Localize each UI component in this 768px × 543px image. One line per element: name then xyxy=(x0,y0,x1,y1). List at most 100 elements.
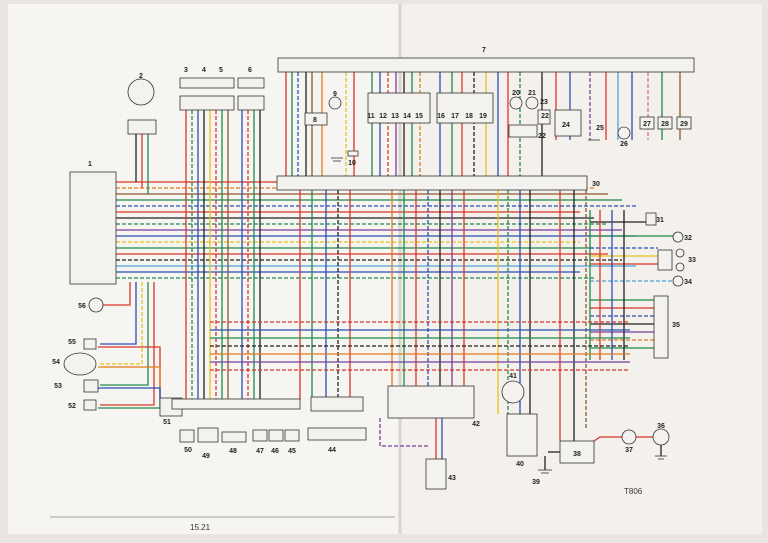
wire-purple-124 xyxy=(379,418,430,447)
component-label-45: 45 xyxy=(288,448,296,455)
component-label-20: 20 xyxy=(512,90,520,97)
component-label-14: 14 xyxy=(403,113,411,120)
component-24-box xyxy=(554,109,582,137)
component-label-7: 7 xyxy=(482,47,486,54)
component-label-53: 53 xyxy=(54,383,62,390)
component-47-box xyxy=(252,429,268,442)
component-label-30: 30 xyxy=(592,181,600,188)
component-38-battery xyxy=(559,440,595,464)
component-label-39: 39 xyxy=(532,479,540,486)
component-label-17: 17 xyxy=(451,113,459,120)
wire-yellow-103 xyxy=(100,282,143,365)
component-label-56: 56 xyxy=(78,303,86,310)
component-44-plug-b xyxy=(307,427,367,441)
component-6-plug xyxy=(237,95,265,111)
ground-symbols xyxy=(331,139,667,474)
component-label-10: 10 xyxy=(348,160,356,167)
component-label-50: 50 xyxy=(184,447,192,454)
wire-red-101 xyxy=(100,282,131,306)
component-label-19: 19 xyxy=(479,113,487,120)
component-345-plug xyxy=(179,95,235,111)
component-label-31: 31 xyxy=(656,217,664,224)
component-label-21: 21 xyxy=(528,90,536,97)
component-31-box xyxy=(645,212,657,226)
component-30-box xyxy=(276,175,588,191)
wire-blue-108 xyxy=(98,387,161,398)
component-33-box xyxy=(657,249,673,271)
component-label-40: 40 xyxy=(516,461,524,468)
component-2-plug xyxy=(127,119,157,135)
component-6-box xyxy=(237,77,265,89)
component-label-22b: 22 xyxy=(541,113,549,120)
wire-red-105 xyxy=(100,282,155,406)
component-21-bulb xyxy=(525,96,539,110)
component-label-43: 43 xyxy=(448,475,456,482)
component-44-plug-a xyxy=(310,396,364,412)
component-label-18: 18 xyxy=(465,113,473,120)
wire-green-104 xyxy=(100,282,149,386)
component-20-bulb xyxy=(509,96,523,110)
component-37-relay xyxy=(621,429,637,445)
component-label-49: 49 xyxy=(202,453,210,460)
component-1-box xyxy=(69,171,117,285)
component-41-bulb xyxy=(501,380,525,404)
lower-connector-strip xyxy=(171,398,301,410)
component-label-48: 48 xyxy=(229,448,237,455)
component-label-2: 2 xyxy=(139,73,143,80)
component-2-bulb xyxy=(127,78,155,106)
component-11-15-box xyxy=(367,92,431,124)
component-49-box xyxy=(197,427,219,443)
component-label-5: 5 xyxy=(219,67,223,74)
component-33-bulb-b xyxy=(675,262,685,272)
component-label-46: 46 xyxy=(271,448,279,455)
component-45-box xyxy=(284,429,300,442)
component-label-35: 35 xyxy=(672,322,680,329)
component-label-51: 51 xyxy=(163,419,171,426)
component-10-fuse xyxy=(347,150,359,157)
component-46-box xyxy=(268,429,284,442)
components-layer xyxy=(63,57,695,490)
component-label-12: 12 xyxy=(379,113,387,120)
component-label-42: 42 xyxy=(472,421,480,428)
component-50-box xyxy=(179,429,195,443)
component-23-box xyxy=(537,109,551,125)
component-label-44: 44 xyxy=(328,447,336,454)
component-345-box xyxy=(179,77,235,89)
component-label-55: 55 xyxy=(68,339,76,346)
component-36-horn xyxy=(652,428,670,446)
component-label-15: 15 xyxy=(415,113,423,120)
component-40-box xyxy=(506,413,538,457)
component-43-box xyxy=(425,458,447,490)
component-22a-box xyxy=(508,124,538,138)
component-28-box xyxy=(657,116,673,130)
component-label-34: 34 xyxy=(684,279,692,286)
component-label-22a: 22 xyxy=(538,133,546,140)
figure-id: T806 xyxy=(624,487,643,496)
component-label-24: 24 xyxy=(562,122,570,129)
component-label-32: 32 xyxy=(684,235,692,242)
component-label-1: 1 xyxy=(88,161,92,168)
component-label-38: 38 xyxy=(573,451,581,458)
component-label-6: 6 xyxy=(248,67,252,74)
wires-layer xyxy=(98,72,681,470)
component-label-54: 54 xyxy=(52,359,60,366)
component-label-52: 52 xyxy=(68,403,76,410)
component-55-box xyxy=(83,338,97,350)
component-16-19-box xyxy=(436,92,494,124)
component-label-28: 28 xyxy=(661,121,669,128)
component-26-bulb xyxy=(617,126,631,140)
component-label-27: 27 xyxy=(643,121,651,128)
component-label-8: 8 xyxy=(313,117,317,124)
component-35-box xyxy=(653,295,669,359)
component-53-box xyxy=(83,379,99,393)
component-label-11: 11 xyxy=(367,113,375,120)
component-label-25: 25 xyxy=(596,125,604,132)
component-32-bulb xyxy=(672,231,684,243)
component-52-box xyxy=(83,399,97,411)
component-27-box xyxy=(639,116,655,130)
page-number: 15.21 xyxy=(190,523,211,532)
component-54-lamp xyxy=(63,352,97,376)
